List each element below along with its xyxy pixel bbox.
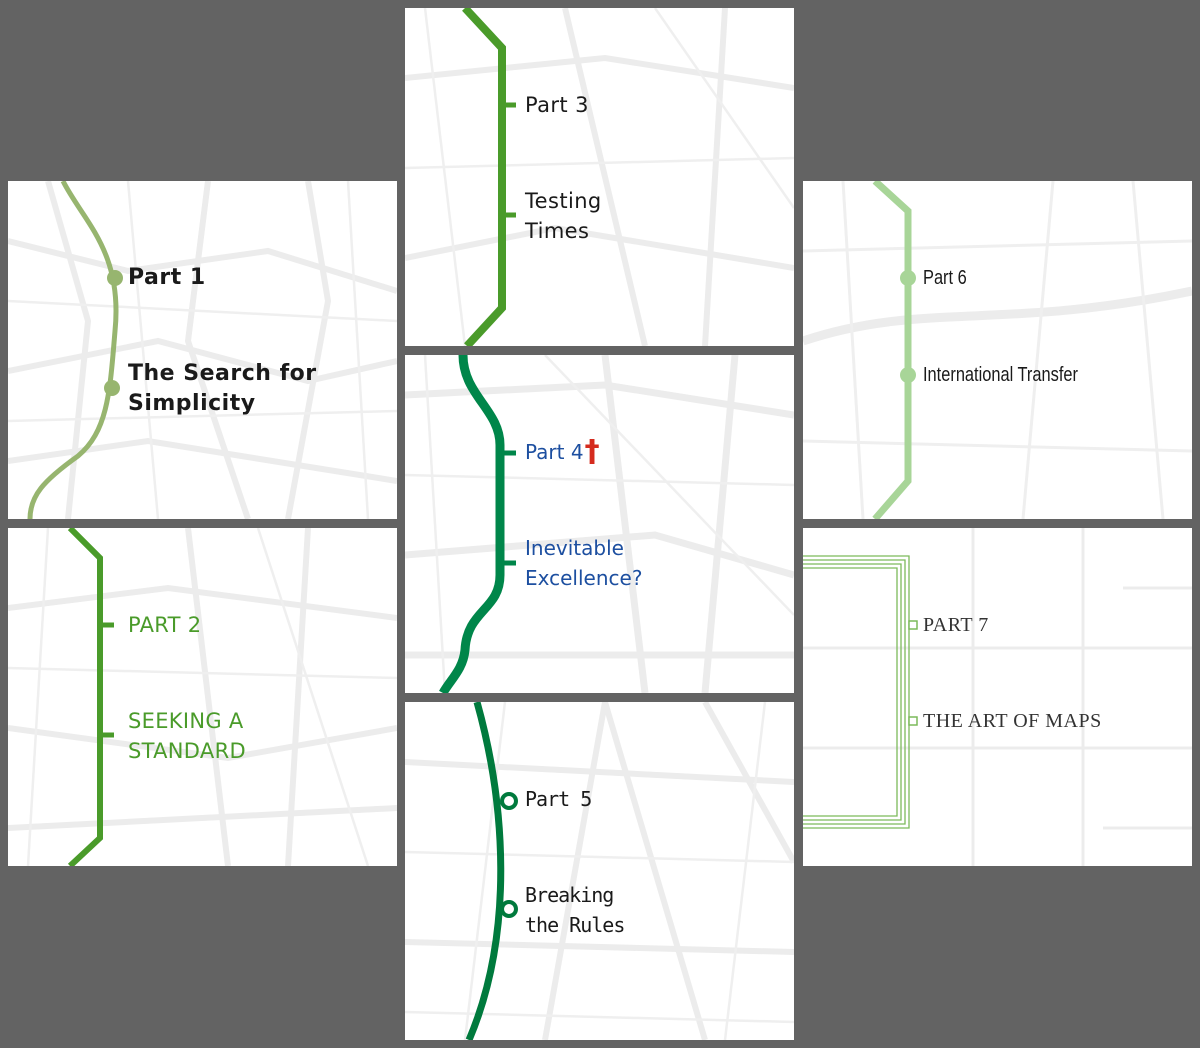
panel-part-3: Part 3 Testing Times [405,8,794,346]
route-line [872,181,912,519]
panel-part-2: PART 2 SEEKING A STANDARD [8,528,397,866]
map-texture [803,181,1192,519]
route-line [439,355,505,693]
panel-part-4: Part 4† Inevitable Excellence? [405,355,794,693]
title-line-1: SEEKING A [128,709,244,733]
panel-part-6: Part 6 International Transfer [803,181,1192,519]
station-ring [500,792,518,810]
station-dot [900,270,916,286]
title-line-1: The Search for [128,361,317,386]
part-label: Part 4† [525,437,600,467]
station-dot [900,367,916,383]
dagger-icon: † [584,434,600,469]
route-line [465,702,505,1040]
panel-part-7: PART 7 THE ART OF MAPS [803,528,1192,866]
title-line-2: STANDARD [128,739,246,763]
title-line-2: Times [525,219,590,243]
map-texture [405,702,794,1040]
map-texture [8,181,397,519]
part-label: Part 6 [923,267,967,289]
station-ring [500,900,518,918]
station-square [908,620,918,630]
station-dot [107,270,123,286]
part-label: PART 7 [923,614,989,636]
route-box [803,555,910,829]
route-line [462,8,506,346]
title-line-1: Testing [525,189,602,213]
station-square [908,716,918,726]
part-text: Part 4 [525,440,584,464]
map-texture [803,528,1192,866]
part-label: PART 2 [128,613,202,637]
title-line-1: International Transfer [923,364,1078,386]
title-line-2: the Rules [525,913,625,937]
station-dot [104,380,120,396]
map-texture [405,8,794,346]
title-line-1: THE ART OF MAPS [923,710,1102,732]
route-line [67,528,103,866]
part-label: Part 5 [525,787,592,811]
map-texture [405,355,794,693]
panel-part-1: Part 1 The Search for Simplicity [8,181,397,519]
title-line-2: Excellence? [525,566,643,590]
title-line-2: Simplicity [128,391,256,416]
panel-part-5: Part 5 Breaking the Rules [405,702,794,1040]
title-line-1: Inevitable [525,536,624,560]
part-label: Part 1 [128,265,206,290]
map-texture [8,528,397,866]
title-line-1: Breaking [525,883,614,907]
part-label: Part 3 [525,93,589,117]
